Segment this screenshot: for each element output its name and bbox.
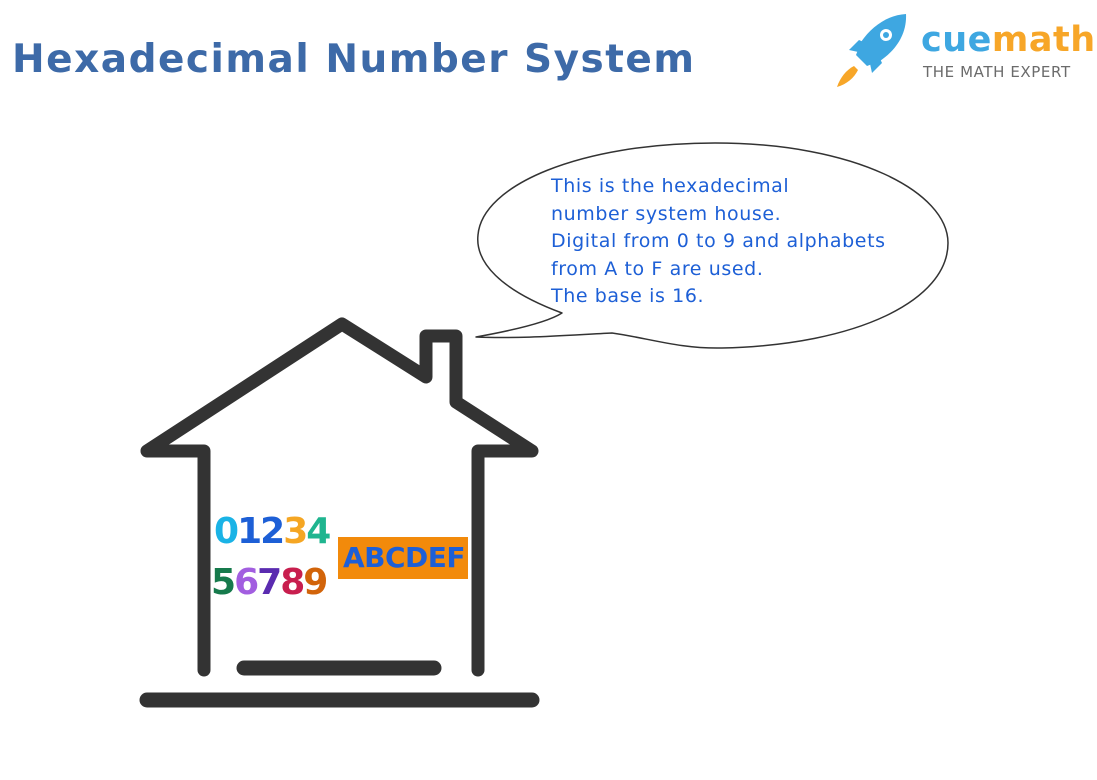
speech-bubble (475, 142, 949, 349)
rocket-icon (837, 14, 907, 87)
house-outline (140, 317, 539, 677)
digit-6: 6 (234, 562, 259, 603)
logo-word-cue: cue (921, 20, 992, 60)
digits-row-5-to-9: 56789 (211, 562, 328, 603)
bubble-line: Digital from 0 to 9 and alphabets (551, 230, 886, 252)
digit-3: 3 (283, 511, 308, 552)
bubble-line: This is the hexadecimal (551, 175, 790, 197)
digit-7: 7 (257, 562, 282, 603)
hex-letters: ABCDEF (343, 541, 466, 574)
digit-5: 5 (211, 562, 236, 603)
digits-row-0-to-4: 01234 (214, 511, 331, 552)
logo-word-math: math (991, 20, 1096, 60)
letters-highlight (338, 537, 468, 579)
house-roof (140, 317, 539, 677)
digit-2: 2 (260, 511, 285, 552)
digit-0: 0 (214, 511, 239, 552)
digit-8: 8 (280, 562, 305, 603)
logo-wordmark: cuemath (921, 22, 1096, 58)
digit-1: 1 (237, 511, 262, 552)
bubble-line: number system house. (551, 202, 782, 225)
bubble-line: from A to F are used. (551, 257, 764, 280)
digit-9: 9 (303, 562, 328, 603)
page-title: Hexadecimal Number System (12, 37, 696, 82)
logo-tagline: THE MATH EXPERT (923, 63, 1071, 81)
speech-bubble-text: This is the hexadecimal number system ho… (551, 173, 886, 311)
bubble-line: The base is 16. (551, 285, 705, 307)
cuemath-logo: cuemath THE MATH EXPERT (832, 10, 1096, 90)
digit-4: 4 (306, 511, 331, 552)
